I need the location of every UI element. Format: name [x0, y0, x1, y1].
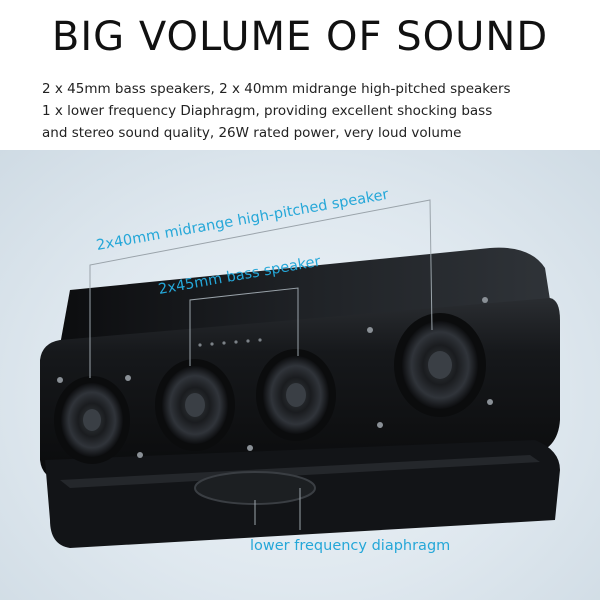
callout-lines [89, 199, 433, 530]
speaker-top-panel [60, 247, 550, 345]
screw-icons [57, 297, 493, 458]
bass-speaker-right-icon [256, 349, 336, 441]
description-line-3: and stereo sound quality, 26W rated powe… [42, 125, 462, 141]
page-title: BIG VOLUME OF SOUND [51, 14, 549, 60]
diaphragm-callout: lower frequency diaphragm [250, 538, 451, 554]
midrange-speaker-right-icon [394, 313, 486, 417]
indicator-lights [198, 338, 262, 347]
midrange-speaker-left-icon [54, 376, 130, 464]
diaphragm-icon [194, 471, 316, 505]
description-line-1: 2 x 45mm bass speakers, 2 x 40mm midrang… [42, 81, 511, 97]
bass-speaker-left-icon [155, 359, 235, 451]
feature-description: 2 x 45mm bass speakers, 2 x 40mm midrang… [42, 78, 582, 144]
description-line-2: 1 x lower frequency Diaphragm, providing… [42, 103, 493, 119]
